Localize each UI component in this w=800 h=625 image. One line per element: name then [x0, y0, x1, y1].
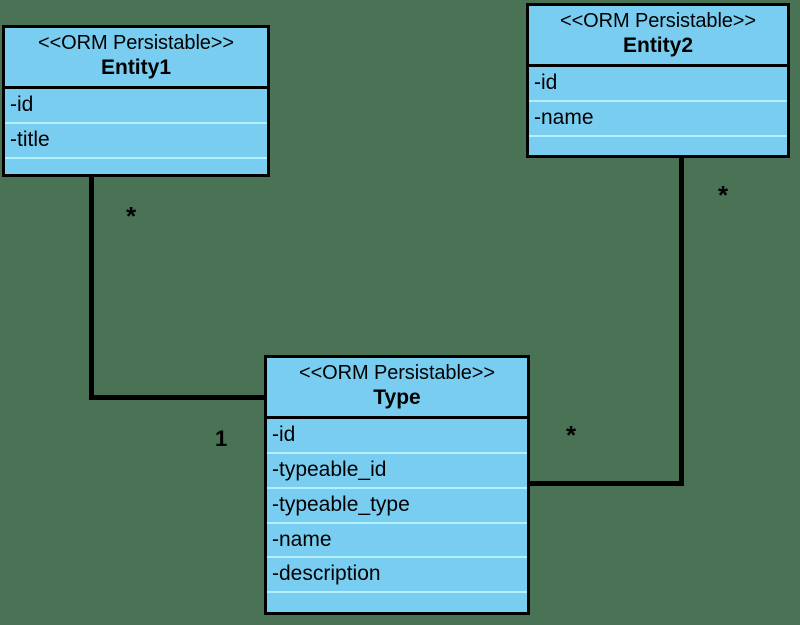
- uml-class-entity2-header: <<ORM Persistable>> Entity2: [529, 6, 787, 68]
- association-entity2-type-vertical: [679, 158, 684, 486]
- uml-class-type[interactable]: <<ORM Persistable>> Type -id -typeable_i…: [264, 355, 530, 615]
- uml-class-type-name: Type: [373, 385, 421, 409]
- uml-attribute-row: -title: [5, 124, 267, 159]
- multiplicity-label-entity2-end: *: [718, 180, 729, 210]
- uml-class-entity1-attribute-filler: [5, 159, 267, 174]
- uml-attribute-row: -name: [267, 524, 527, 559]
- uml-attribute-row: -id: [267, 419, 527, 455]
- uml-class-type-attributes: -id -typeable_id -typeable_type -name -d…: [267, 419, 527, 612]
- uml-class-entity1-attributes: -id -title: [5, 89, 267, 174]
- multiplicity-label-entity1-end: *: [126, 201, 137, 231]
- uml-class-type-attribute-filler: [267, 593, 527, 612]
- uml-class-entity1[interactable]: <<ORM Persistable>> Entity1 -id -title: [2, 25, 270, 177]
- uml-attribute-row: -typeable_type: [267, 489, 527, 524]
- association-entity1-type-horizontal: [89, 395, 267, 400]
- multiplicity-label-type-right-end: *: [566, 420, 577, 450]
- uml-attribute-row: -id: [5, 89, 267, 125]
- uml-class-entity1-name: Entity1: [100, 55, 171, 79]
- uml-attribute-row: -id: [529, 67, 787, 103]
- uml-class-entity2-name: Entity2: [622, 33, 693, 57]
- uml-class-entity2-attribute-filler: [529, 137, 787, 155]
- association-entity1-type-vertical: [89, 177, 94, 400]
- uml-attribute-row: -typeable_id: [267, 454, 527, 489]
- uml-class-type-header: <<ORM Persistable>> Type: [267, 358, 527, 420]
- uml-class-entity1-header: <<ORM Persistable>> Entity1: [5, 28, 267, 90]
- uml-attribute-row: -name: [529, 102, 787, 137]
- association-entity2-type-horizontal: [527, 481, 684, 486]
- uml-class-entity2-stereotype: <<ORM Persistable>>: [560, 10, 756, 32]
- uml-class-entity2-attributes: -id -name: [529, 67, 787, 155]
- uml-attribute-row: -description: [267, 558, 527, 593]
- multiplicity-label-type-left-end: 1: [215, 426, 228, 451]
- uml-class-entity1-stereotype: <<ORM Persistable>>: [38, 32, 234, 54]
- uml-class-type-stereotype: <<ORM Persistable>>: [299, 362, 495, 384]
- uml-class-entity2[interactable]: <<ORM Persistable>> Entity2 -id -name: [526, 3, 790, 158]
